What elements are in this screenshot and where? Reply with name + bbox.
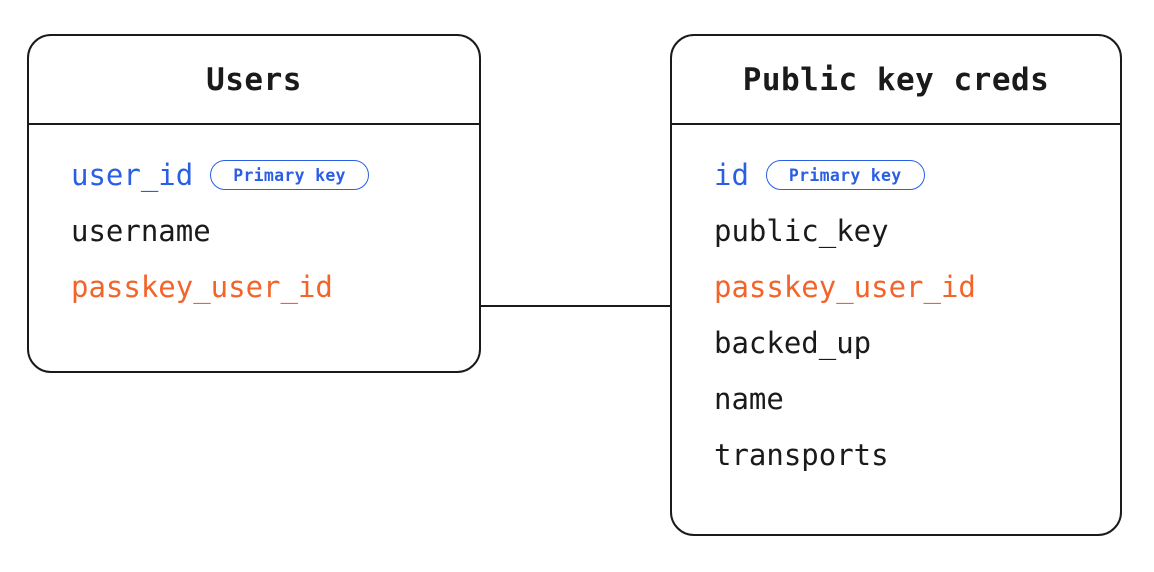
field-row[interactable]: passkey_user_id <box>29 259 479 315</box>
field-name: passkey_user_id <box>714 269 976 304</box>
field-row[interactable]: user_id Primary key <box>29 147 479 203</box>
entity-title: Public key creds <box>742 61 1050 98</box>
field-row[interactable]: public_key <box>672 203 1120 259</box>
field-name: passkey_user_id <box>71 269 333 304</box>
field-name: transports <box>714 437 889 472</box>
entity-table-users[interactable]: Users user_id Primary key username passkey_u… <box>27 34 481 373</box>
entity-field-list: user_id Primary key username passkey_user_i… <box>29 125 479 315</box>
field-row[interactable]: backed_up <box>672 315 1120 371</box>
primary-key-badge: Primary key <box>765 160 925 190</box>
entity-header: Public key creds <box>672 36 1120 125</box>
entity-header: Users <box>29 36 479 125</box>
primary-key-badge: Primary key <box>210 160 369 190</box>
field-row[interactable]: name <box>672 371 1120 427</box>
field-row[interactable]: transports <box>672 427 1120 483</box>
entity-title: Users <box>206 61 302 98</box>
relationship-line <box>481 305 670 308</box>
field-row[interactable]: username <box>29 203 479 259</box>
field-name: user_id <box>71 157 194 192</box>
field-name: name <box>714 381 784 416</box>
field-row[interactable]: passkey_user_id <box>672 259 1120 315</box>
field-name: username <box>71 213 211 248</box>
field-row[interactable]: id Primary key <box>672 147 1120 203</box>
field-name: backed_up <box>714 325 872 360</box>
field-name: public_key <box>714 213 889 248</box>
field-name: id <box>714 157 749 192</box>
